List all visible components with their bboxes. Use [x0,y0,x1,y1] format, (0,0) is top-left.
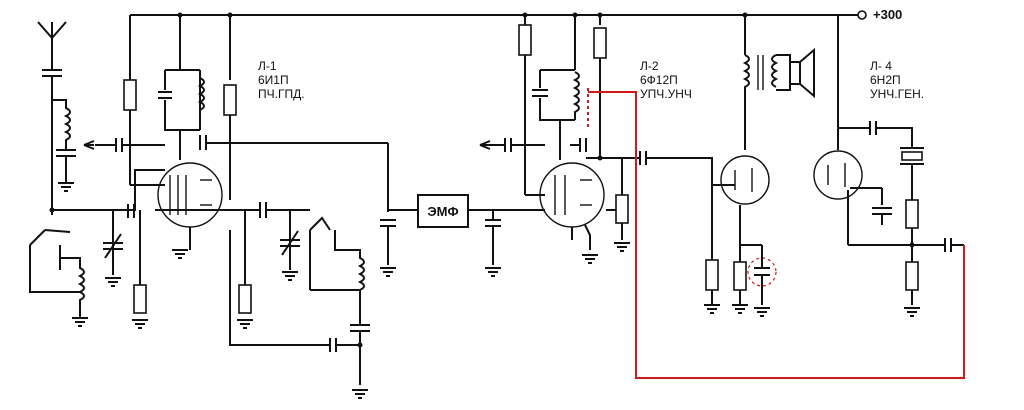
tube-4-envelope [813,150,863,200]
tube-1-type: 6И1П [258,73,289,87]
supply-terminal [857,10,867,20]
tube-1-envelope [157,162,223,228]
tube-4-role: УНЧ.ГЕН. [870,87,924,101]
tube-2-role: УПЧ.УНЧ [640,87,692,101]
antenna-icon [37,21,67,40]
tube-1-id: Л-1 [258,59,277,73]
tube-2-type: 6Ф12П [640,73,678,87]
tube-3-envelope [720,155,770,205]
antenna-input [29,21,165,327]
tube-1-role: ПЧ.ГПД. [258,87,305,101]
emf-filter: ЭМФ [379,194,545,277]
crystal-icon [901,151,923,161]
stage-1 [103,69,389,399]
supply-label: +300 [873,7,902,22]
emf-filter-label: ЭМФ [427,204,458,219]
tube-4-id: Л- 4 [870,59,892,73]
stage-2 [479,24,735,314]
feedback-line [588,91,965,379]
speaker-icon [789,61,801,85]
tube-2-envelope [539,162,605,228]
tube-4-type: 6Н2П [870,73,901,87]
supply-rail [129,10,867,80]
tube-2-id: Л-2 [640,59,659,73]
stage-3-output [720,47,815,317]
stage-4 [813,65,964,317]
